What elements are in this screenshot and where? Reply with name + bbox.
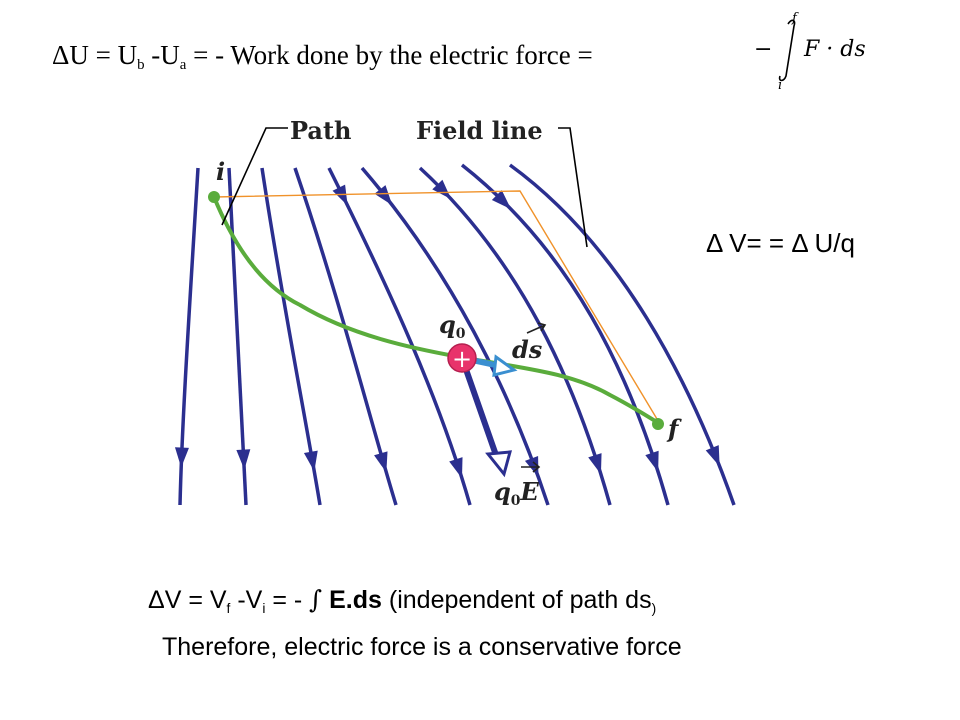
q0e-label: q0E — [494, 477, 540, 509]
field-line-arrow-icon-5-2 — [449, 457, 463, 479]
field-line-arrow-icon-8-2 — [645, 450, 659, 472]
field-line-arrow-icon-7-2 — [588, 453, 602, 475]
work-integral-formula: − f i F · ds — [754, 11, 866, 90]
delta-v-suffix: (independent of path ds — [381, 586, 652, 614]
delta-u-mid: -U — [144, 40, 180, 70]
delta-u-equation: ΔU = Ub -Ua = - Work done by the electri… — [52, 40, 593, 74]
delta-v-close: ) — [651, 600, 657, 616]
delta-v-mid: -V — [230, 586, 263, 614]
field-line-arrow-icon-3-1 — [303, 450, 318, 472]
delta-u-sub-b: b — [137, 57, 145, 74]
orange-reference-path — [213, 190, 661, 425]
integral-lower-limit: i — [778, 78, 782, 90]
integral-sign-icon — [778, 19, 796, 82]
test-charge — [447, 343, 477, 373]
e-vector-arrow-icon — [521, 461, 541, 473]
charge-path — [212, 196, 662, 426]
integral-upper-limit: f — [791, 11, 799, 26]
field-line-arrow-icon-8-1 — [491, 190, 511, 210]
delta-v-eq: = - — [265, 586, 310, 614]
ds-vector-arrow-icon — [526, 322, 547, 334]
field-line-arrow-icon-4-1 — [374, 451, 388, 473]
field-line-label: Field line — [416, 116, 543, 145]
delta-u-prefix: ΔU = U — [52, 40, 138, 70]
delta-u-sub-a: a — [179, 57, 187, 74]
path-leader-line — [221, 127, 288, 226]
field-line-arrow-icon-6-1 — [374, 185, 393, 206]
ds-label: ds — [512, 335, 543, 364]
field-line-leader-line — [558, 127, 588, 248]
end-point-f — [652, 418, 664, 430]
charge-sign: + — [452, 345, 472, 373]
delta-v-sub-i: i — [262, 600, 266, 616]
delta-v-integral-sign: ∫ — [309, 585, 323, 614]
force-arrow-shaft — [459, 357, 500, 459]
field-line-arrow-icon-7-1 — [432, 179, 452, 200]
field-line-arrow-icon-9-1 — [705, 445, 720, 467]
delta-v-prefix: ΔV = V — [148, 586, 227, 614]
integral-integrand: F · ds — [803, 37, 866, 62]
field-line-arrow-icon-1-1 — [174, 447, 189, 468]
field-line-2 — [227, 167, 248, 506]
integral-minus: − — [754, 37, 772, 62]
field-line-arrow-icon-2-1 — [236, 449, 251, 470]
delta-v-integral-equation: ΔV = Vf -Vi = - ∫ E.ds (independent of p… — [148, 585, 656, 616]
delta-v-e-ds: E.ds — [322, 586, 382, 614]
path-label: Path — [290, 116, 352, 145]
conclusion-text: Therefore, electric force is a conservat… — [162, 633, 682, 661]
start-point-i — [208, 191, 220, 203]
point-i-label: i — [216, 157, 225, 186]
ds-arrow-head-icon — [492, 354, 518, 377]
field-line-1 — [178, 167, 200, 506]
delta-v-sub-f: f — [226, 600, 231, 616]
delta-u-suffix: = - Work done by the electric force = — [186, 40, 593, 70]
force-arrow-head-icon — [485, 450, 513, 478]
point-f-label: f — [666, 414, 682, 443]
delta-v-ratio-equation: Δ V= = Δ U/q — [706, 228, 855, 258]
field-lines-group — [174, 163, 736, 506]
q0-label: q0 — [439, 310, 466, 342]
